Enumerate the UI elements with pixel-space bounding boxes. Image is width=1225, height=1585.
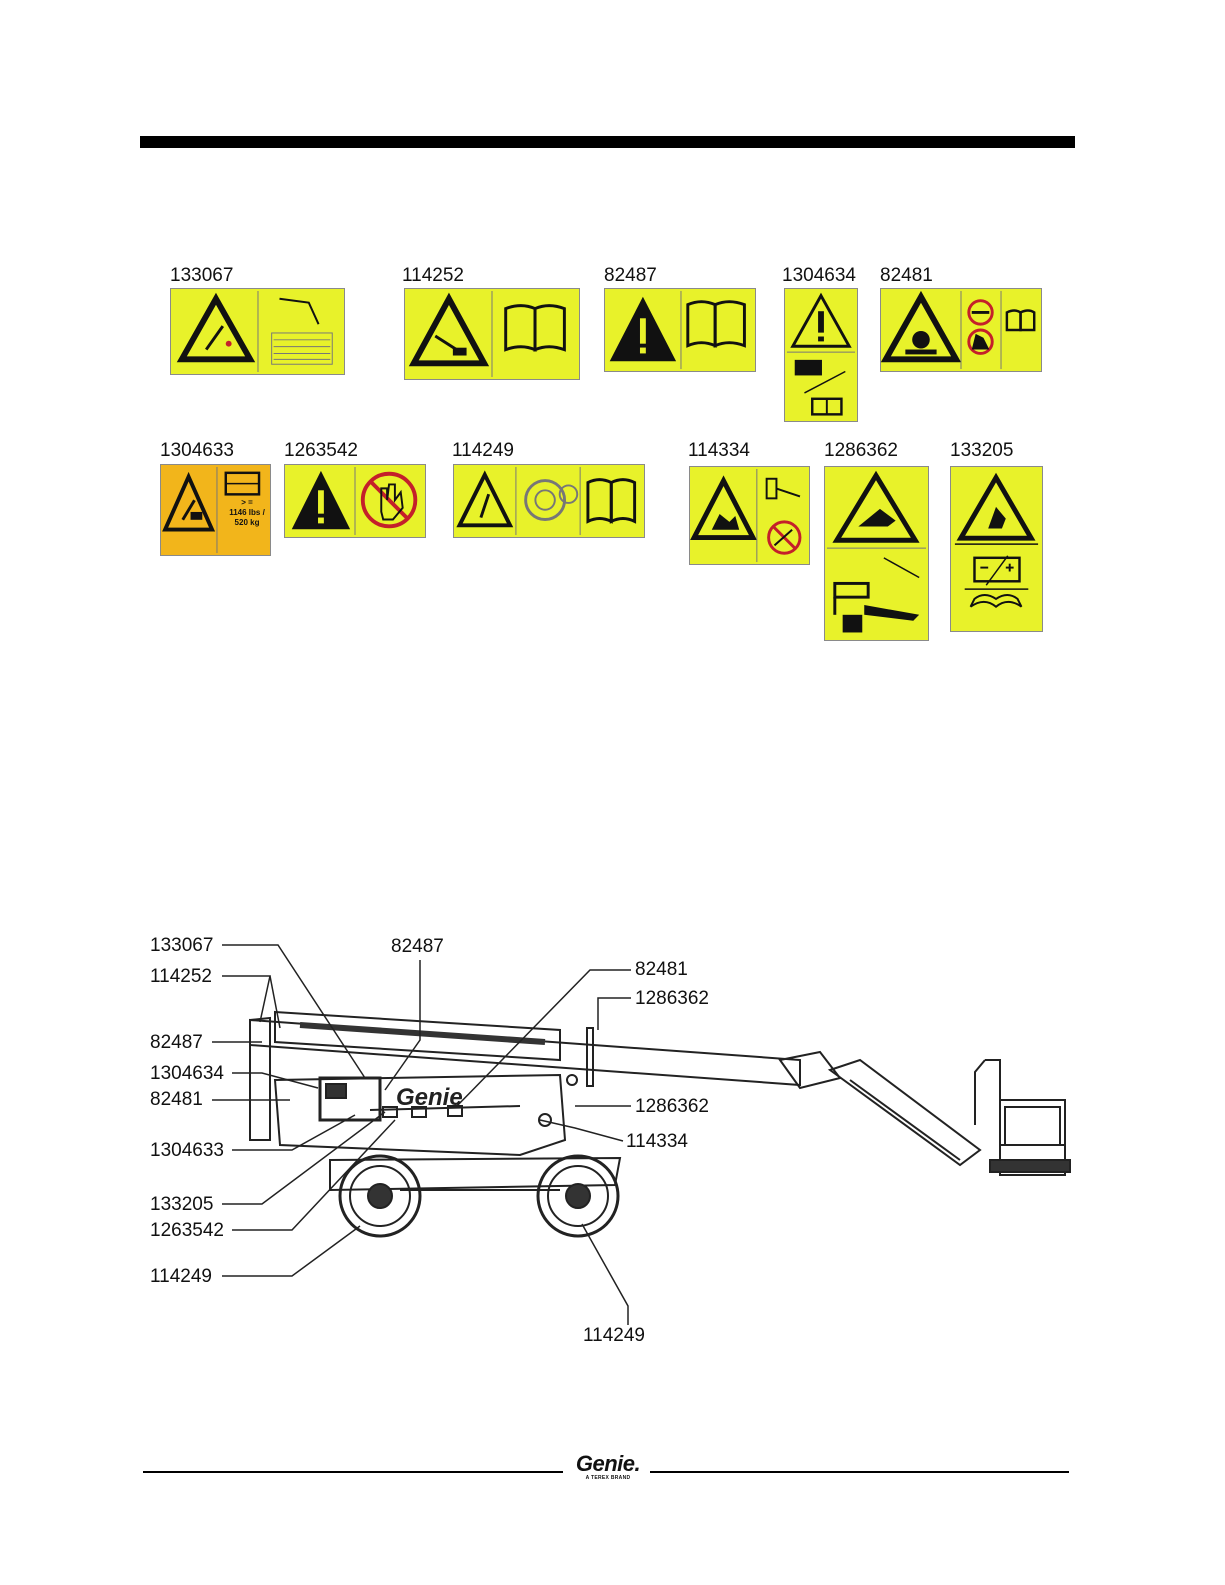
decal-label-1304633: 1304633 [160, 441, 234, 461]
callout-82481-left: 82481 [150, 1090, 203, 1110]
manual-book-icon [1007, 310, 1034, 330]
decal-label-133205: 133205 [950, 441, 1013, 461]
decal-label-82487: 82487 [604, 266, 657, 286]
exclamation-triangle-icon [610, 297, 676, 361]
decal-82481 [880, 288, 1042, 372]
warning-triangle-boom-icon [182, 299, 250, 360]
footer-rule-right [650, 1471, 1069, 1473]
warning-triangle-crush-icon [165, 477, 212, 530]
manual-book-icon [971, 595, 1022, 607]
decal-82487 [604, 288, 756, 372]
footer-rule-left [143, 1471, 563, 1473]
decal-label-114252: 114252 [402, 266, 464, 286]
decal-114249 [453, 464, 645, 538]
callout-1286362-upper: 1286362 [635, 989, 709, 1009]
no-charger-icon [769, 522, 800, 553]
decal-1304633: > = 1146 lbs / 520 kg [160, 464, 271, 556]
boom-chart-icon [272, 299, 333, 364]
warning-triangle-explosion-icon [886, 297, 956, 359]
decal-114334 [689, 466, 810, 565]
callout-82487-left: 82487 [150, 1033, 203, 1053]
exclamation-triangle-icon [292, 471, 350, 529]
manual-book-icon [812, 399, 841, 415]
callout-114252: 114252 [150, 967, 212, 987]
decal-114252 [404, 288, 580, 380]
warning-triangle-fall-icon [837, 476, 915, 541]
callout-1263542: 1263542 [150, 1221, 224, 1241]
load-capacity-icon [795, 360, 846, 393]
callout-114249-left: 114249 [150, 1267, 212, 1287]
machine-brand-label: Genie [396, 1084, 463, 1111]
callout-133067: 133067 [150, 936, 213, 956]
decal-label-114334: 114334 [688, 441, 750, 461]
header-bar [140, 136, 1075, 148]
decal-133067 [170, 288, 345, 375]
decal-label-133067: 133067 [170, 266, 233, 286]
warning-triangle-battery-icon [961, 478, 1031, 539]
decal-label-82481: 82481 [880, 266, 933, 286]
manual-book-icon [588, 480, 635, 522]
warning-triangle-tire-icon [459, 475, 510, 526]
decal-label-1263542: 1263542 [284, 441, 358, 461]
platform-weight-text: > = 1146 lbs / 520 kg [223, 498, 271, 528]
decal-133205 [950, 466, 1043, 632]
genie-logo: Genie. A TEREX BRAND [572, 1453, 644, 1481]
tire-icon [526, 481, 578, 520]
exclamation-triangle-icon [793, 296, 849, 347]
callout-82481-right: 82481 [635, 960, 688, 980]
charger-plug-icon [767, 479, 800, 499]
decal-label-1304634: 1304634 [782, 266, 856, 286]
callout-133205: 133205 [150, 1195, 213, 1215]
manual-book-icon [506, 306, 565, 350]
callout-1304634: 1304634 [150, 1064, 224, 1084]
battery-icon [974, 556, 1019, 585]
decal-1263542 [284, 464, 426, 538]
warning-triangle-electrocution-icon [694, 481, 753, 538]
decal-1286362 [824, 466, 929, 641]
no-smoking-icon [969, 301, 992, 354]
platform-weight-icon [226, 473, 259, 495]
warning-triangle-tipover-icon [414, 299, 484, 364]
decal-label-114249: 114249 [452, 441, 514, 461]
manual-book-icon [688, 302, 745, 346]
decal-1304634 [784, 288, 858, 422]
leader-lines [212, 945, 631, 1325]
callout-1286362-lower: 1286362 [635, 1097, 709, 1117]
callout-1304633: 1304633 [150, 1141, 224, 1161]
platform-gate-icon [835, 558, 919, 633]
callout-114334: 114334 [626, 1132, 688, 1152]
callout-82487-top: 82487 [391, 937, 444, 957]
boom-lift-drawing [250, 1012, 1070, 1236]
callout-114249-bottom: 114249 [583, 1326, 645, 1346]
decal-label-1286362: 1286362 [824, 441, 898, 461]
stop-hand-icon [363, 474, 416, 527]
